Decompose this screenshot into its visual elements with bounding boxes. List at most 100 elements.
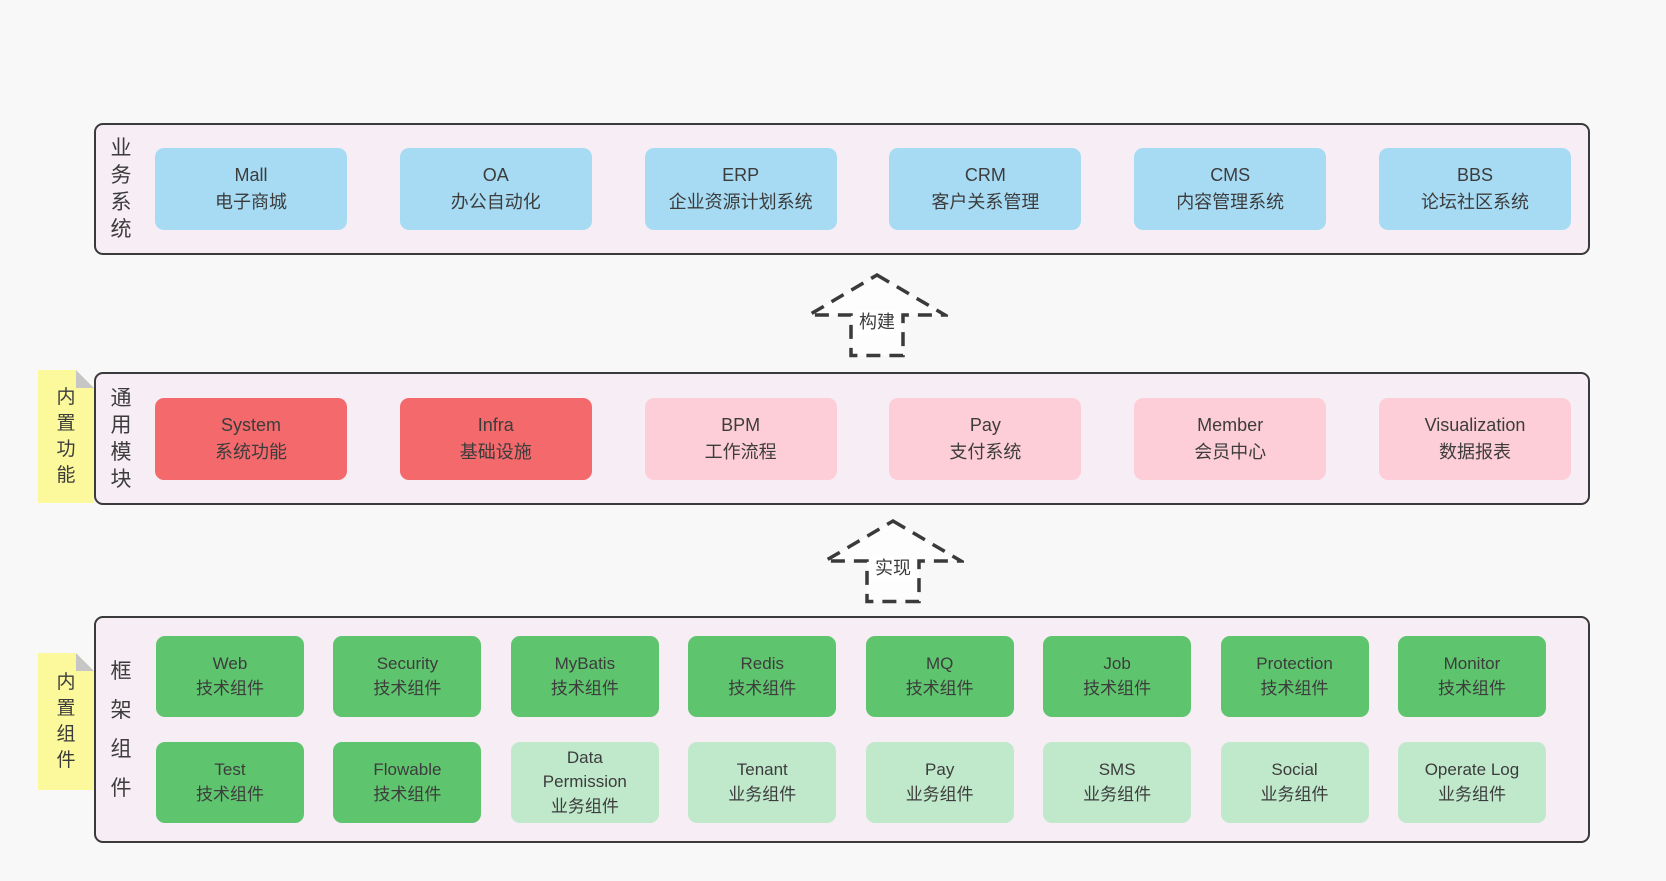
box-title: Visualization — [1424, 414, 1526, 435]
box-mq: MQ 技术组件 — [865, 636, 1014, 717]
box-subtitle: 技术组件 — [550, 678, 619, 698]
box-subtitle: 技术组件 — [373, 784, 442, 804]
box-subtitle: 电子商城 — [215, 192, 287, 212]
box-subtitle: 技术组件 — [1083, 678, 1152, 698]
box-subtitle: 技术组件 — [1437, 678, 1506, 698]
box-subtitle: 会员中心 — [1194, 441, 1267, 462]
box-social: Social 业务组件 — [1220, 742, 1369, 823]
box-subtitle: 论坛社区系统 — [1420, 192, 1529, 212]
box-member: Member 会员中心 — [1134, 397, 1327, 480]
box-title: Web — [212, 654, 248, 674]
business-systems-box-row: Mall 电子商城 OA 办公自动化 ERP 企业资源计划系统 CRM 客户关系管理 CMS 内容… — [155, 125, 1571, 253]
box-subtitle: 工作流程 — [704, 441, 777, 462]
box-title: Flowable — [373, 760, 442, 780]
box-infra: Infra 基础设施 — [399, 397, 592, 480]
box-subtitle: 企业资源计划系统 — [668, 192, 813, 212]
box-pay: Pay 支付系统 — [889, 397, 1082, 480]
box-title: Protection — [1256, 654, 1333, 674]
box-visualization: Visualization 数据报表 — [1378, 397, 1571, 480]
build-arrow-label: 构建 — [855, 310, 899, 336]
box-title: BPM — [721, 414, 761, 435]
box-job: Job 技术组件 — [1043, 636, 1192, 717]
box-title: Member — [1197, 414, 1264, 435]
box-subtitle: 基础设施 — [459, 441, 532, 462]
layer-label-framework-components: 框架组件 — [110, 659, 132, 800]
box-subtitle: 业务组件 — [1437, 784, 1506, 804]
box-title: CRM — [964, 165, 1006, 185]
box-subtitle: 办公自动化 — [450, 192, 541, 212]
box-flowable: Flowable 技术组件 — [333, 742, 482, 823]
box-title: MyBatis — [554, 654, 616, 674]
box-operate-log: Operate Log 业务组件 — [1397, 742, 1546, 823]
box-title: BBS — [1456, 165, 1493, 185]
box-mall: Mall 电子商城 — [155, 148, 347, 230]
layer-common-modules: 通用模块 System 系统功能 Infra 基础设施 BPM 工作流程 Pay 支付系统 Me… — [94, 372, 1590, 505]
box-subtitle: 客户关系管理 — [931, 192, 1040, 212]
box-mybatis: MyBatis 技术组件 — [510, 636, 659, 717]
box-title: Operate Log — [1424, 760, 1520, 780]
box-subtitle: 支付系统 — [949, 441, 1022, 462]
box-data-permission: Data Permission 业务组件 — [510, 742, 659, 823]
layer-label-business-systems: 业务系统 — [110, 137, 132, 241]
implement-arrow: 实现 — [822, 518, 964, 604]
box-title: CMS — [1210, 165, 1251, 185]
implement-arrow-label: 实现 — [871, 556, 915, 582]
box-crm: CRM 客户关系管理 — [889, 148, 1082, 230]
sticky-note-built-in-features: 内置功能 — [38, 370, 94, 503]
box-title: Mall — [234, 165, 268, 185]
box-title: MQ — [925, 654, 954, 674]
box-subtitle: 业务组件 — [1260, 784, 1329, 804]
box-subtitle: 内容管理系统 — [1176, 192, 1285, 212]
box-subtitle: 系统功能 — [215, 441, 287, 462]
box-security: Security 技术组件 — [333, 636, 482, 717]
box-subtitle: 技术组件 — [728, 678, 797, 698]
box-title: ERP — [722, 165, 760, 185]
box-title: Data Permission — [542, 748, 627, 792]
box-subtitle: 数据报表 — [1438, 441, 1511, 462]
box-bbs: BBS 论坛社区系统 — [1378, 148, 1571, 230]
box-subtitle: 技术组件 — [1260, 678, 1329, 698]
box-subtitle: 业务组件 — [905, 784, 974, 804]
box-redis: Redis 技术组件 — [688, 636, 837, 717]
box-system: System 系统功能 — [155, 397, 347, 480]
box-title: Pay — [925, 760, 955, 780]
box-subtitle: 技术组件 — [905, 678, 974, 698]
box-subtitle: 业务组件 — [728, 784, 797, 804]
common-modules-box-row: System 系统功能 Infra 基础设施 BPM 工作流程 Pay 支付系统 Member 会… — [155, 374, 1571, 503]
box-title: Security — [376, 654, 439, 674]
build-arrow: 构建 — [806, 272, 948, 358]
box-title: Social — [1271, 760, 1318, 780]
box-title: Monitor — [1443, 654, 1501, 674]
box-sms: SMS 业务组件 — [1043, 742, 1192, 823]
box-title: Redis — [740, 654, 784, 674]
box-monitor: Monitor 技术组件 — [1397, 636, 1546, 717]
box-title: SMS — [1098, 760, 1136, 780]
box-title: System — [220, 414, 281, 435]
box-title: OA — [482, 165, 509, 185]
box-cms: CMS 内容管理系统 — [1134, 148, 1327, 230]
box-subtitle: 技术组件 — [373, 678, 442, 698]
box-subtitle: 技术组件 — [196, 678, 264, 698]
box-subtitle: 业务组件 — [550, 796, 619, 816]
box-test: Test 技术组件 — [156, 742, 304, 823]
box-title: Test — [214, 760, 246, 780]
box-web: Web 技术组件 — [156, 636, 304, 717]
box-erp: ERP 企业资源计划系统 — [644, 148, 837, 230]
box-title: Pay — [969, 414, 1001, 435]
layer-label-common-modules: 通用模块 — [110, 386, 132, 491]
box-subtitle: 技术组件 — [196, 784, 264, 804]
layer-business-systems: 业务系统 Mall 电子商城 OA 办公自动化 ERP 企业资源计划系统 CRM 客户关系管理… — [94, 123, 1590, 255]
box-bpm: BPM 工作流程 — [644, 397, 837, 480]
box-pay: Pay 业务组件 — [865, 742, 1014, 823]
sticky-note-built-in-components: 内置组件 — [38, 653, 94, 790]
box-subtitle: 业务组件 — [1083, 784, 1152, 804]
box-title: Job — [1103, 654, 1131, 674]
box-protection: Protection 技术组件 — [1220, 636, 1369, 717]
box-title: Infra — [477, 414, 514, 435]
